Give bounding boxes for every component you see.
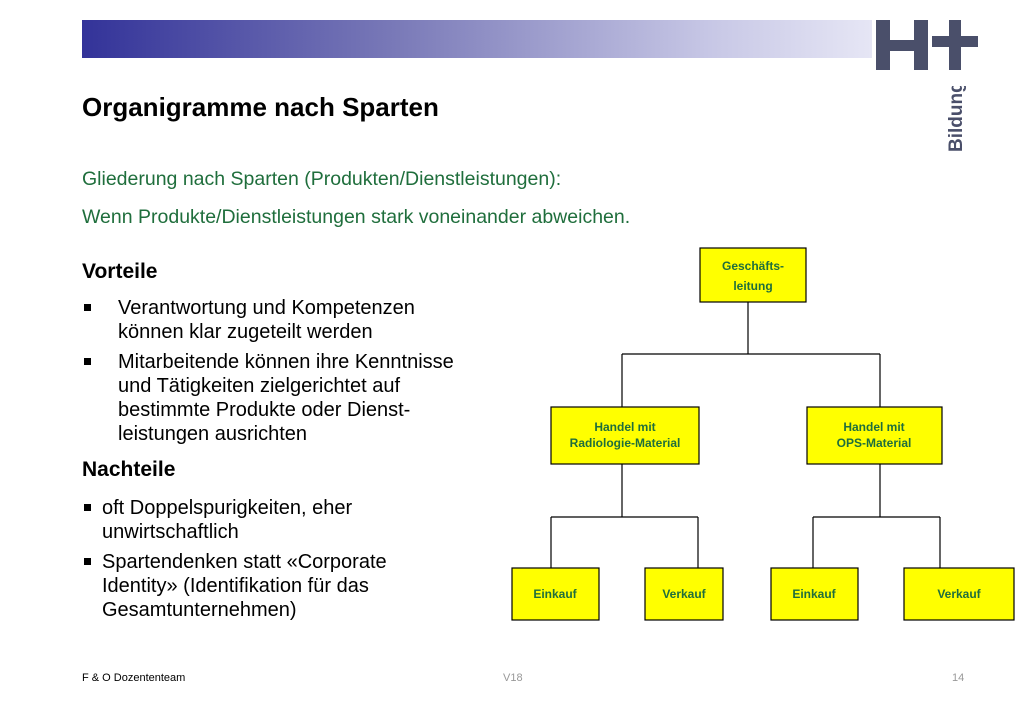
list-item: Verantwortung und Kompetenzen können kla… [82,296,532,344]
list-item-line: Identity» (Identifikation für das [102,575,369,597]
intro-line: Gliederung nach Sparten (Produkten/Diens… [82,168,562,190]
org-box-unit: Verkauf [903,567,1015,621]
footer-version: V18 [503,672,523,684]
org-box-label: Einkauf [792,587,836,601]
org-box-label: Handel mit [843,420,904,434]
list-item-line: Spartendenken statt «Corporate [102,551,387,573]
logo-word-text: Bildung [946,86,967,152]
list-item-line: Mitarbeitende können ihre Kenntnisse [118,351,454,373]
page-title: Organigramme nach Sparten [82,92,439,122]
list-item: Spartendenken statt «Corporate Identity»… [82,550,482,622]
org-box-label: leitung [733,279,772,293]
org-box-root: Geschäfts- leitung [699,247,807,303]
org-box-unit: Verkauf [644,567,724,621]
org-box-label: Verkauf [662,587,706,601]
bullet-icon [84,558,91,565]
hplus-logo-icon [876,20,978,70]
list-item-line: bestimmte Produkte oder Dienst- [118,399,411,421]
logo-word: Bildung [946,86,967,152]
org-box-label: Handel mit [594,420,655,434]
org-box-division: Handel mit Radiologie-Material [550,406,700,465]
list-item: oft Doppelspurigkeiten, eher unwirtschaf… [82,496,482,544]
org-box-division: Handel mit OPS-Material [806,406,943,465]
advantages-list: Verantwortung und Kompetenzen können kla… [82,296,532,452]
list-item-line: können klar zugeteilt werden [118,321,373,343]
list-item-line: Verantwortung und Kompetenzen [118,297,415,319]
intro-line: Wenn Produkte/Dienstleistungen stark von… [82,206,631,228]
header-gradient-bar [82,20,872,58]
list-item-line: oft Doppelspurigkeiten, eher [102,497,353,519]
org-box-label: Radiologie-Material [570,436,681,450]
org-box-label: OPS-Material [837,436,912,450]
bullet-icon [84,504,91,511]
disadvantages-heading: Nachteile [82,458,176,481]
footer-author: F & O Dozententeam [82,672,186,684]
org-box-unit: Einkauf [511,567,600,621]
org-box-label: Einkauf [533,587,577,601]
org-box-label: Verkauf [937,587,981,601]
bullet-icon [84,358,91,365]
list-item: Mitarbeitende können ihre Kenntnisse und… [82,350,532,446]
advantages-heading: Vorteile [82,260,158,283]
list-item-line: Gesamtunternehmen) [102,599,297,621]
page-number: 14 [952,672,965,684]
disadvantages-list: oft Doppelspurigkeiten, eher unwirtschaf… [82,496,482,628]
org-box-label: Geschäfts- [722,259,784,273]
list-item-line: leistungen ausrichten [118,423,308,445]
org-connectors [550,302,941,568]
org-box-unit: Einkauf [770,567,859,621]
list-item-line: und Tätigkeiten zielgerichtet auf [118,375,401,397]
list-item-line: unwirtschaftlich [102,521,239,543]
bullet-icon [84,304,91,311]
